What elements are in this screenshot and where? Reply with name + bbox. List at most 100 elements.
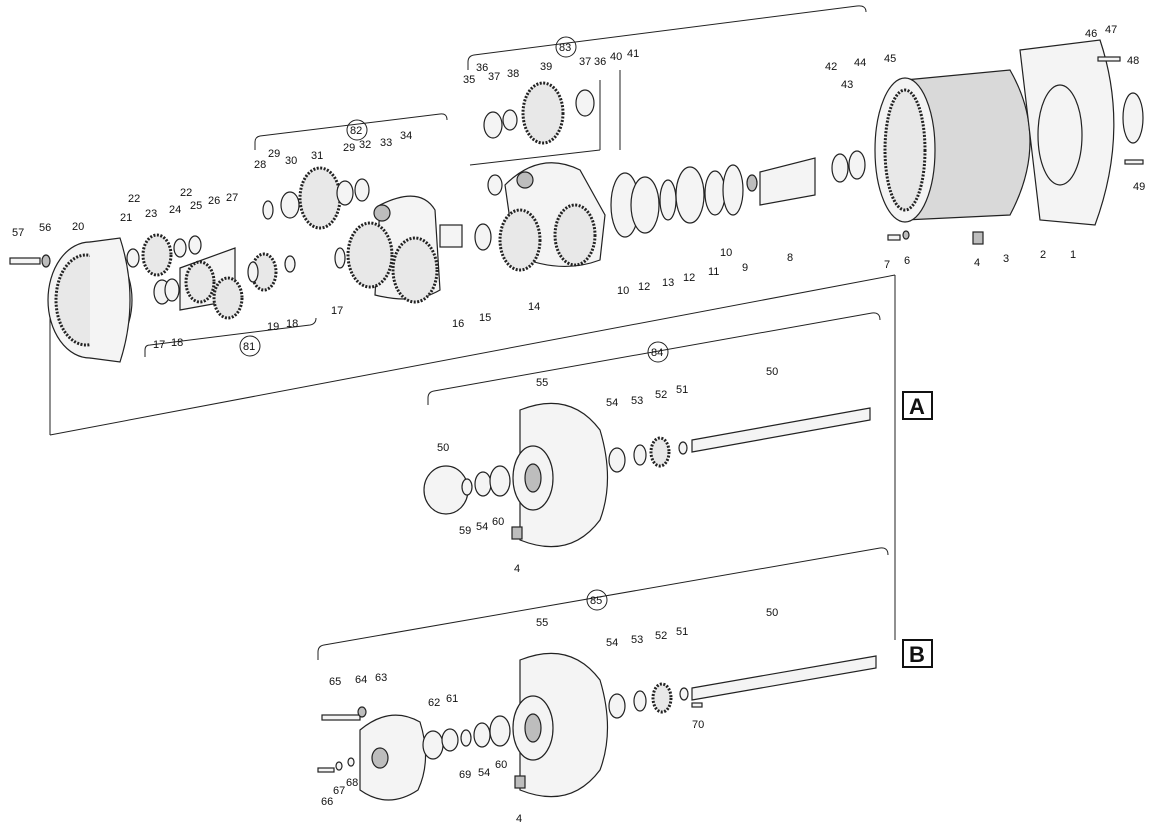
label-part-33: 33 <box>380 137 392 149</box>
label-part-67: 67 <box>333 785 345 797</box>
part-number-labels: 1 2 3 4 4 4 6 7 8 9 10 10 11 12 12 13 14… <box>12 24 1145 825</box>
label-part-35: 35 <box>463 74 475 86</box>
label-part-4: 4 <box>974 257 980 269</box>
label-part-10: 10 <box>720 247 732 259</box>
label-part-61: 61 <box>446 693 458 705</box>
gear-23 <box>141 233 173 277</box>
label-part-68: 68 <box>346 777 358 789</box>
label-part-52: 52 <box>655 630 667 642</box>
label-part-12: 12 <box>683 272 695 284</box>
label-part-42: 42 <box>825 61 837 73</box>
label-part-66: 66 <box>321 796 333 808</box>
label-part-11: 11 <box>708 266 719 278</box>
housing-3 <box>904 69 1031 221</box>
axle-shaft-50-b <box>691 655 877 701</box>
label-part-18: 18 <box>171 337 183 349</box>
label-part-65: 65 <box>329 676 341 688</box>
label-part-50: 50 <box>766 366 778 378</box>
label-part-69: 69 <box>459 769 471 781</box>
label-part-15: 15 <box>479 312 491 324</box>
callout-81: 81 <box>243 341 255 353</box>
label-part-32: 32 <box>359 139 371 151</box>
label-part-27: 27 <box>226 192 238 204</box>
label-part-2: 2 <box>1040 249 1046 261</box>
label-part-3: 3 <box>1003 253 1009 265</box>
label-part-54: 54 <box>606 637 618 649</box>
label-part-54: 54 <box>476 521 488 533</box>
label-part-4: 4 <box>516 813 522 825</box>
view-b-assembly <box>317 652 877 801</box>
gear-39 <box>521 81 565 145</box>
label-part-20: 20 <box>72 221 84 233</box>
label-part-6: 6 <box>904 255 910 267</box>
bracket-lines <box>49 5 896 660</box>
label-part-48: 48 <box>1127 55 1139 67</box>
label-part-30: 30 <box>285 155 297 167</box>
ring-15 <box>474 223 492 251</box>
callout-circle-81 <box>239 335 261 357</box>
label-part-56: 56 <box>39 222 51 234</box>
view-a-box <box>902 391 933 420</box>
label-part-54: 54 <box>478 767 490 779</box>
label-part-52: 52 <box>655 389 667 401</box>
label-part-63: 63 <box>375 672 387 684</box>
label-part-1: 1 <box>1070 249 1076 261</box>
label-part-14: 14 <box>528 301 540 313</box>
label-part-55: 55 <box>536 377 548 389</box>
label-part-37: 37 <box>488 71 500 83</box>
callout-circle-82 <box>346 119 368 141</box>
bolt-57 <box>9 257 41 265</box>
label-part-60: 60 <box>495 759 507 771</box>
label-part-59: 59 <box>459 525 471 537</box>
label-part-60: 60 <box>492 516 504 528</box>
label-part-36: 36 <box>476 62 488 74</box>
label-part-51: 51 <box>676 384 688 396</box>
callout-83: 83 <box>559 42 571 54</box>
label-part-18: 18 <box>286 318 298 330</box>
label-part-8: 8 <box>787 252 793 264</box>
group-callouts: 81 82 83 84 85 <box>239 36 669 611</box>
cap-50-a <box>423 465 469 515</box>
label-part-22: 22 <box>180 187 192 199</box>
label-part-41: 41 <box>627 48 639 60</box>
hub-55-a <box>519 402 609 548</box>
gear-52-b <box>651 682 673 714</box>
view-b-label: B <box>909 642 925 667</box>
label-part-43: 43 <box>841 79 853 91</box>
label-part-70: 70 <box>692 719 704 731</box>
label-part-64: 64 <box>355 674 367 686</box>
label-part-34: 34 <box>400 130 412 142</box>
label-part-29: 29 <box>343 142 355 154</box>
label-part-38: 38 <box>507 68 519 80</box>
callout-circle-84 <box>647 341 669 363</box>
label-part-53: 53 <box>631 395 643 407</box>
label-part-13: 13 <box>662 277 674 289</box>
label-part-31: 31 <box>311 150 323 162</box>
label-part-37: 37 <box>579 56 591 68</box>
seal-48 <box>1122 92 1144 144</box>
label-part-39: 39 <box>540 61 552 73</box>
label-part-49: 49 <box>1133 181 1145 193</box>
label-part-17: 17 <box>153 339 165 351</box>
view-markers: A B <box>902 391 933 668</box>
label-part-16: 16 <box>452 318 464 330</box>
label-part-57: 57 <box>12 227 24 239</box>
label-part-36: 36 <box>594 56 606 68</box>
label-part-62: 62 <box>428 697 440 709</box>
callout-84: 84 <box>651 347 663 359</box>
label-part-17: 17 <box>331 305 343 317</box>
label-part-50: 50 <box>766 607 778 619</box>
view-a-assembly <box>423 402 871 548</box>
label-part-21: 21 <box>120 212 132 224</box>
washer-56 <box>41 254 51 268</box>
label-part-29: 29 <box>268 148 280 160</box>
hub-55-b <box>519 652 609 798</box>
label-part-12: 12 <box>638 281 650 293</box>
label-part-40: 40 <box>610 51 622 63</box>
label-part-51: 51 <box>676 626 688 638</box>
axle-shaft-50-a <box>691 407 871 453</box>
label-part-26: 26 <box>208 195 220 207</box>
label-part-9: 9 <box>742 262 748 274</box>
label-part-28: 28 <box>254 159 266 171</box>
